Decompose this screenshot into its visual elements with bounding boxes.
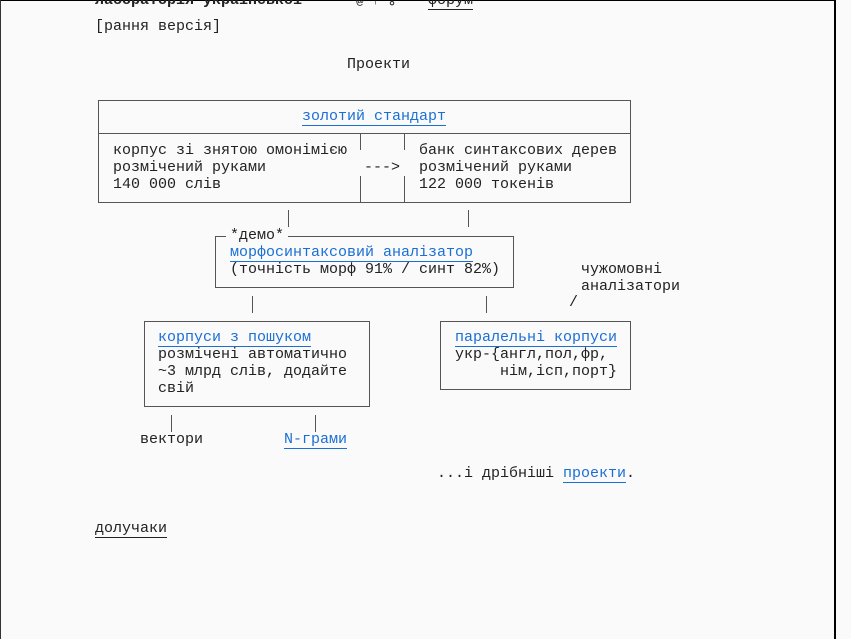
section-title: Проекти [347,56,411,73]
connector [288,210,289,227]
smaller-projects: ...і дрібніші проекти. [437,465,636,483]
connector [315,415,316,432]
gold-standard-box [98,100,631,203]
search-corpora-box [144,321,370,407]
demo-label: *демо* [226,227,289,244]
parallel-corpora-link[interactable]: паралельні корпуси [455,329,618,347]
connector [171,415,172,432]
connector [486,296,487,313]
divider [98,133,631,134]
gold-standard-link[interactable]: золотий стандарт [302,108,447,126]
site-title: лабораторія української [95,0,303,9]
key-icon[interactable]: ⚷ [387,0,397,8]
up-arrow-icon[interactable]: ↑ [371,0,380,8]
connector [468,210,469,227]
vectors-label: вектори [140,431,204,448]
analyzer-link[interactable]: морфосинтаксовий аналізатор [230,244,474,262]
parallel-corpora-text: укр-{англ,пол,фр, нім,ісп,порт} [455,346,618,380]
search-corpora-link[interactable]: корпуси з пошуком [158,329,312,347]
at-icon[interactable]: @ [356,0,364,8]
analyzer-accuracy: (точність морф 91% / синт 82%) [230,261,501,278]
search-corpora-text: розмічені автоматично~3 млрд слів, додай… [158,346,348,397]
version-label: [рання версія] [95,18,222,35]
downloads-link[interactable]: долучаки [95,520,168,538]
arrow: ---> [364,159,401,176]
forum-link[interactable]: форум [428,0,474,10]
parallel-corpora-box [440,321,631,390]
header-icons: @ ↑ ⚷ [356,0,397,9]
analyzer-box [215,236,514,288]
ngrams-link[interactable]: N-грами [284,431,348,449]
connector [252,296,253,313]
projects-link[interactable]: проекти [563,465,627,483]
connector: / [569,294,579,311]
